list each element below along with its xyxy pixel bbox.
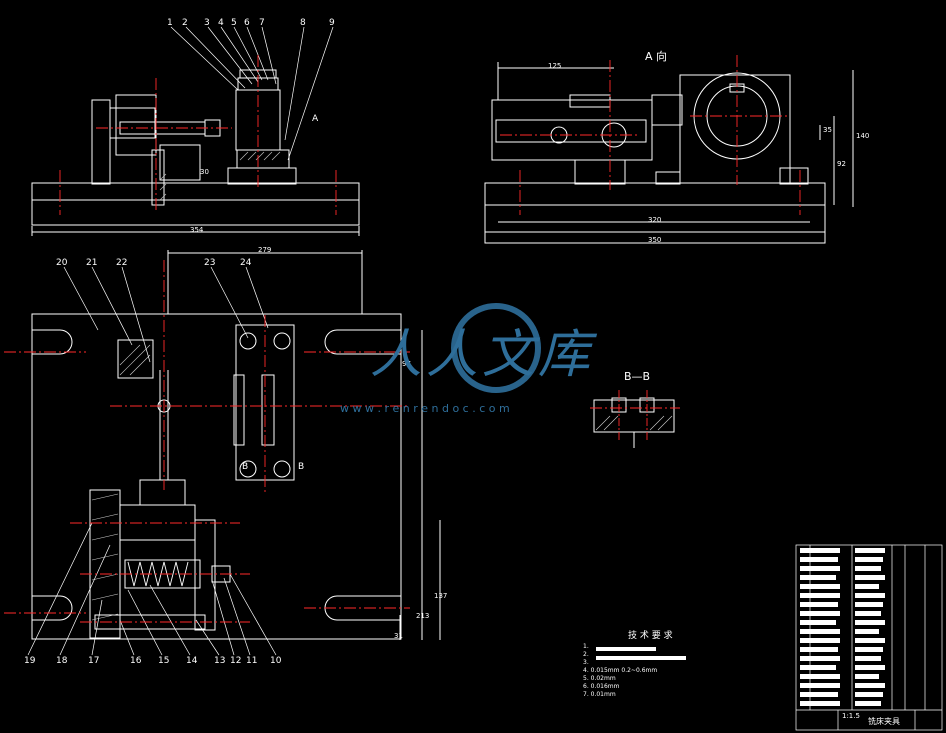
part-number: 13 <box>214 656 226 666</box>
plan-view <box>27 250 441 656</box>
view-a-title: A 向 <box>645 50 668 63</box>
watermark-logo <box>451 303 541 393</box>
dimension-label: 137 <box>434 592 448 600</box>
part-number: 14 <box>186 656 198 666</box>
part-number: 10 <box>270 656 282 666</box>
part-number: 22 <box>116 258 128 268</box>
watermark-url: w w w . r e n r e n d o c . c o m <box>340 402 510 415</box>
part-number: 1 <box>167 18 173 28</box>
view-a <box>484 62 854 244</box>
dimension-label: 30 <box>200 168 209 176</box>
title-block-name: 铣床夹具 <box>868 717 900 726</box>
part-number: 23 <box>204 258 216 268</box>
part-number: 9 <box>329 18 335 28</box>
tech-requirement-line: 3. <box>583 659 589 666</box>
part-number: 8 <box>300 18 306 28</box>
dimension-label: 140 <box>856 132 870 140</box>
part-number: 15 <box>158 656 170 666</box>
arrow-b1-label: B <box>242 462 249 472</box>
tech-requirement-line: 5. 0.02mm <box>583 675 616 682</box>
arrow-b2-label: B <box>298 462 305 472</box>
tech-requirement-line: 1. <box>583 643 589 650</box>
part-number: 11 <box>246 656 258 666</box>
dimension-label: 350 <box>648 236 662 244</box>
part-number: 5 <box>231 18 237 28</box>
dimension-label: 35 <box>823 126 832 134</box>
dimension-label: 320 <box>648 216 662 224</box>
tech-requirements-list: 1. 2. 3. 4. 0.015mm 0.2~0.6mm 5. 0.02mm … <box>583 643 793 699</box>
part-number: 4 <box>218 18 224 28</box>
dimension-label: 213 <box>416 612 430 620</box>
tech-requirement-line: 6. 0.016mm <box>583 683 620 690</box>
tech-requirement-line: 2. <box>583 651 589 658</box>
dimension-label: 31 <box>394 632 403 640</box>
part-number: 7 <box>259 18 265 28</box>
part-number: 3 <box>204 18 210 28</box>
part-number: 2 <box>182 18 188 28</box>
part-number: 24 <box>240 258 252 268</box>
tech-requirement-line: 7. 0.01mm <box>583 691 616 698</box>
dimension-label: 97 <box>402 360 411 368</box>
part-number: 18 <box>56 656 68 666</box>
part-number: 20 <box>56 258 68 268</box>
title-block-scale: 1:1.5 <box>842 712 860 720</box>
centerlines <box>4 55 801 623</box>
tech-requirement-line: 4. 0.015mm 0.2~0.6mm <box>583 667 658 674</box>
section-bb <box>593 397 675 448</box>
dimension-label: 92 <box>837 160 846 168</box>
part-number: 17 <box>88 656 100 666</box>
arrow-a-label: A <box>312 114 319 124</box>
dimension-label: 354 <box>190 226 204 234</box>
watermark-text: 人人文库 <box>370 325 595 385</box>
section-bb-title: B—B <box>624 370 651 383</box>
part-number: 21 <box>86 258 98 268</box>
part-number: 19 <box>24 656 36 666</box>
dimension-label: 279 <box>258 246 272 254</box>
tech-requirements-heading: 技 术 要 求 <box>628 631 673 641</box>
front-view <box>31 26 360 236</box>
part-number: 6 <box>244 18 250 28</box>
part-number: 16 <box>130 656 142 666</box>
title-block <box>795 544 943 731</box>
part-number: 12 <box>230 656 242 666</box>
parts-list-rows <box>596 548 885 706</box>
dimension-label: 125 <box>548 62 562 70</box>
